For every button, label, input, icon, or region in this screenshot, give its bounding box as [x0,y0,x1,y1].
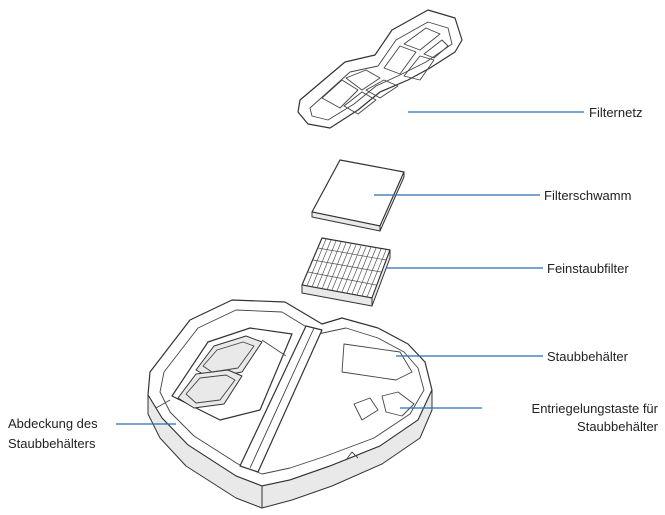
label-entriegelung-line1: Entriegelungstaste für [532,401,659,416]
fine-dust-filter-drawing [301,237,391,307]
filter-sponge-drawing [311,159,405,232]
label-staubbehaelter: Staubbehälter [547,349,629,364]
leader-lines [116,111,584,425]
label-abdeckung-line1: Abdeckung des [8,416,98,431]
label-feinstaubfilter: Feinstaubfilter [547,261,629,276]
label-filterschwamm: Filterschwamm [544,188,631,203]
part-labels: Filternetz Filterschwamm Feinstaubfilter… [8,105,659,451]
label-filternetz: Filternetz [589,105,642,120]
label-abdeckung-line2: Staubbehälters [8,436,96,451]
dust-container-drawing [147,299,433,509]
label-entriegelung-line2: Staubbehälter [577,419,659,434]
filter-net-drawing [297,9,463,129]
